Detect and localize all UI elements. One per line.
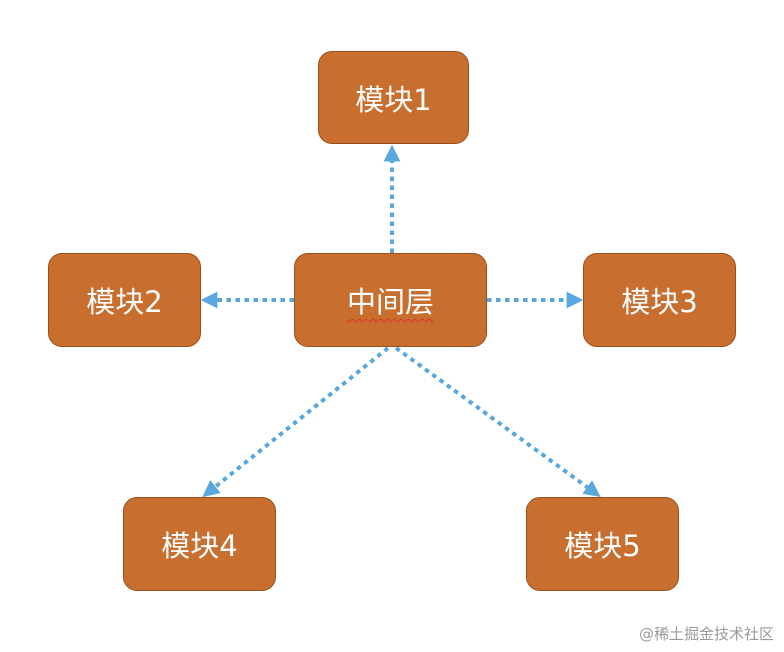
module-1-label: 模块1 <box>355 82 432 117</box>
connector-to-module-4 <box>202 346 390 498</box>
module-2-node: 模块2 <box>48 253 201 347</box>
module-3-node: 模块3 <box>583 253 736 347</box>
module-4-label: 模块4 <box>161 529 238 563</box>
watermark-text: @稀土掘金技术社区 <box>638 625 774 643</box>
module-5-node: 模块5 <box>526 497 679 591</box>
module-3-label: 模块3 <box>621 285 698 319</box>
module-5-label: 模块5 <box>564 529 641 563</box>
module-2-label: 模块2 <box>86 285 163 319</box>
connector-to-module-5 <box>394 346 601 497</box>
module-1-node: 模块1 <box>318 51 469 144</box>
module-4-node: 模块4 <box>123 497 276 591</box>
middle-layer-node: 中间层 <box>294 253 487 347</box>
middle-layer-label: 中间层 <box>346 285 434 319</box>
